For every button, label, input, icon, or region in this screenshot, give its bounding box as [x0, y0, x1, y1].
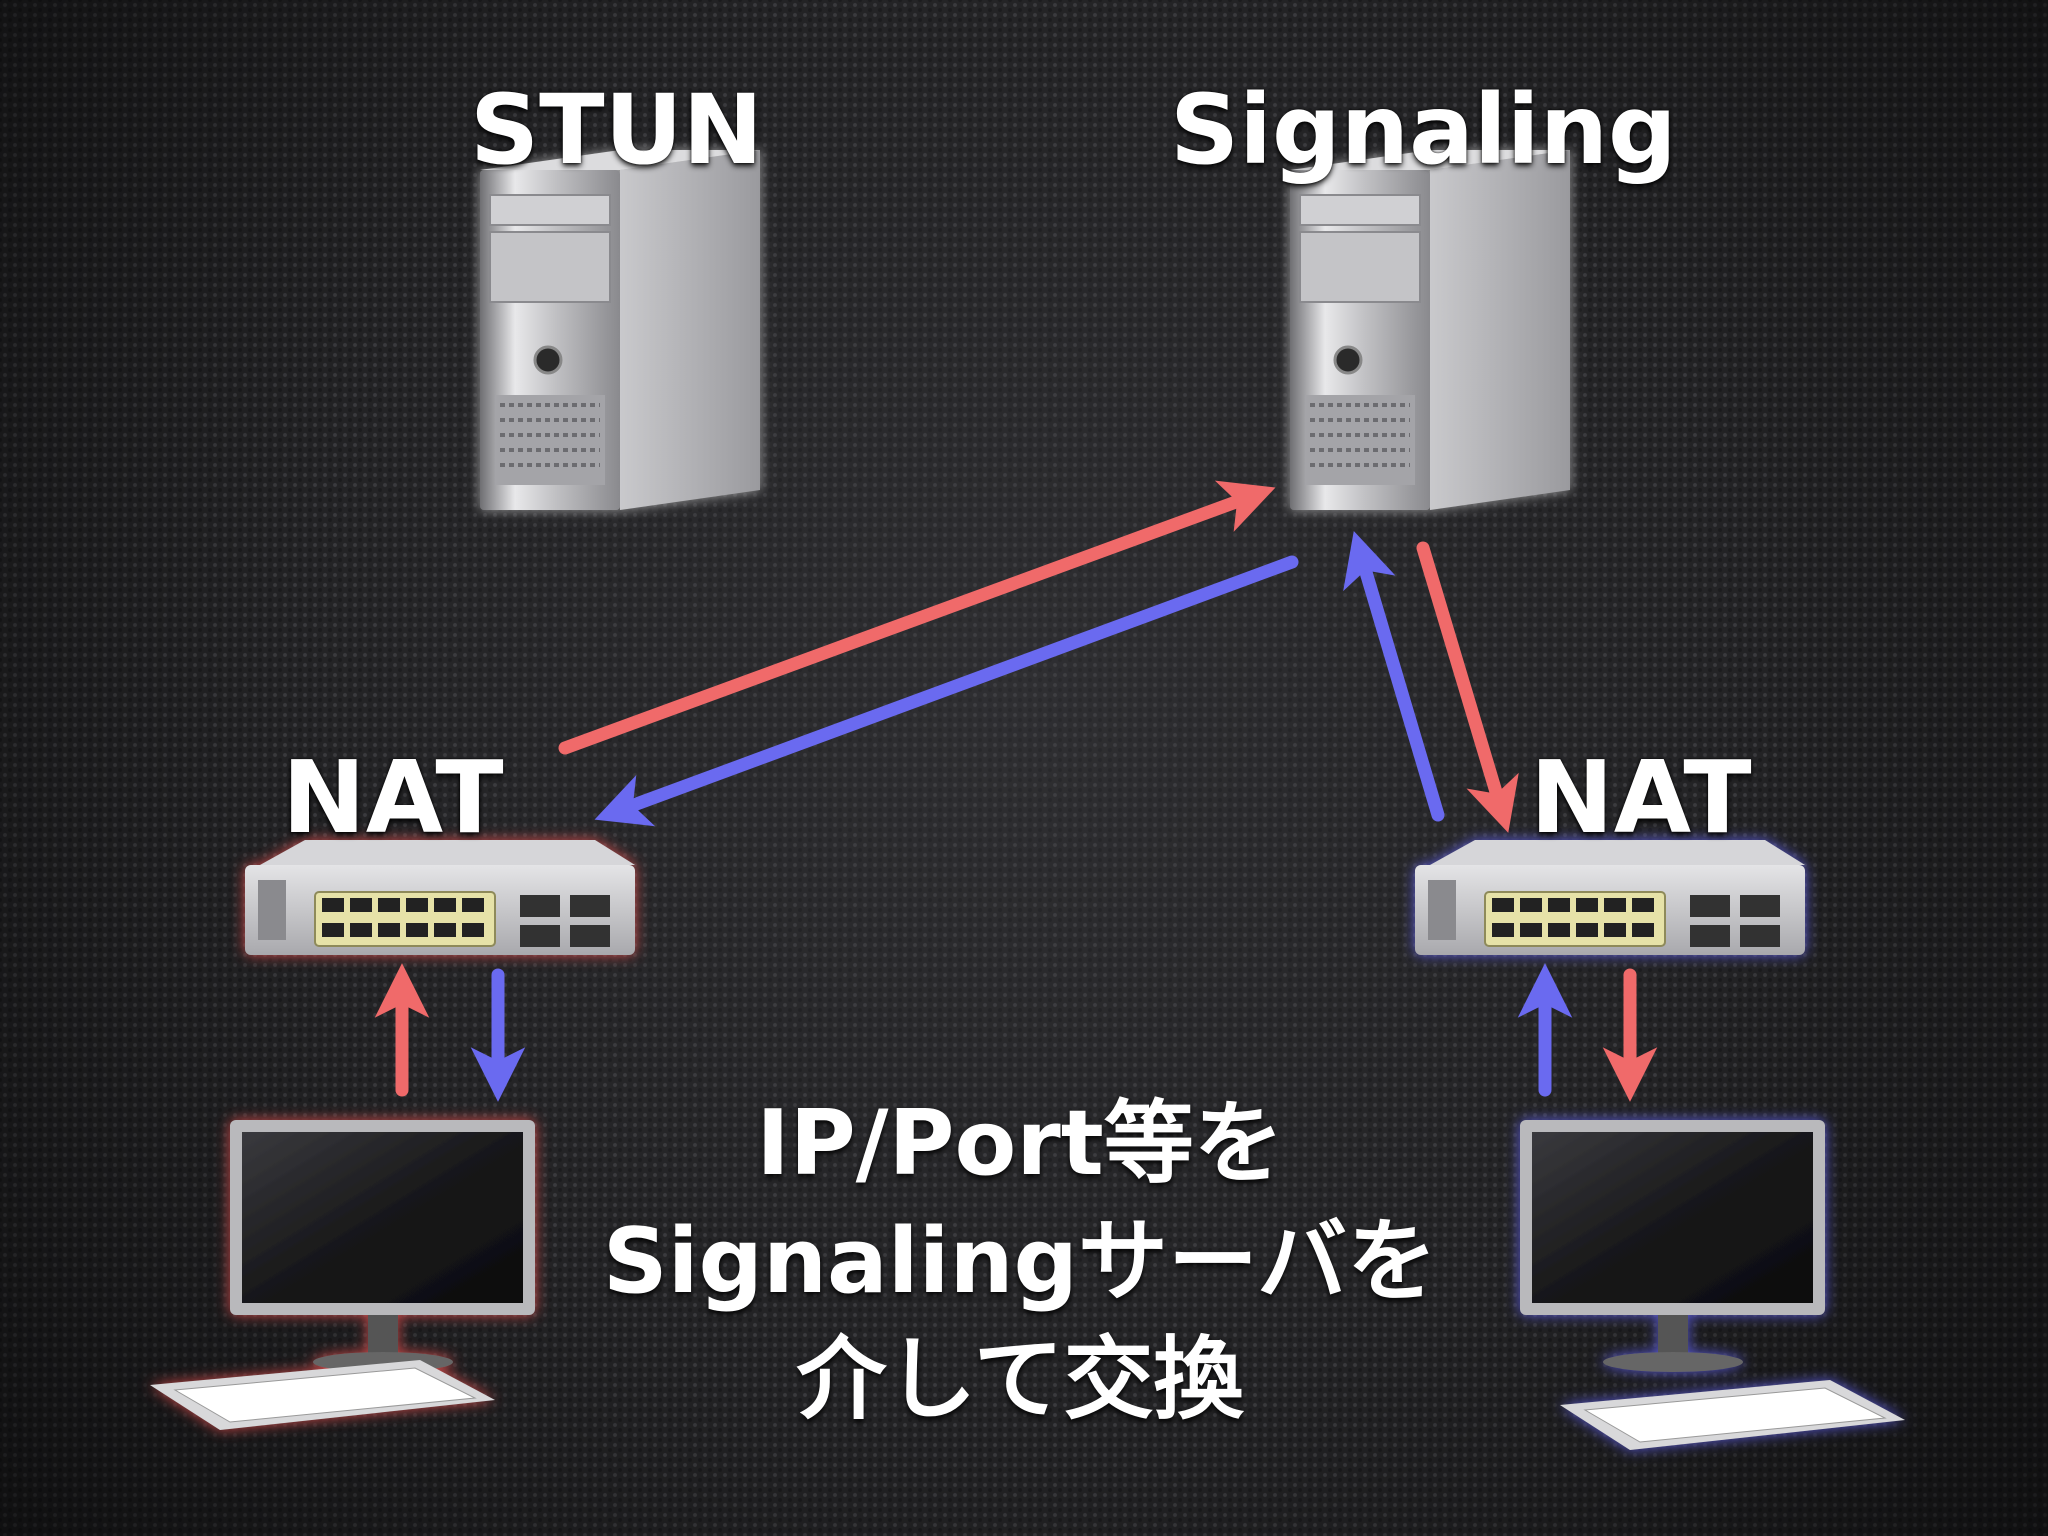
caption-line-2: Signalingサーバを	[602, 1209, 1438, 1314]
arrow-signaling-to-right-nat	[1416, 541, 1519, 833]
left-nat-switch-icon	[245, 840, 635, 955]
right-nat-label: NAT	[1530, 739, 1752, 856]
right-computer-icon	[1520, 1120, 1905, 1450]
left-nat-label: NAT	[282, 739, 504, 856]
caption-line-3: 介して交換	[796, 1327, 1244, 1432]
arrow-right-nat-to-signaling	[1343, 531, 1445, 822]
signaling-label: Signaling	[1170, 74, 1677, 186]
signaling-server-icon	[1290, 150, 1570, 510]
arrow-signaling-to-left-nat	[594, 555, 1299, 827]
caption: IP/Port等を Signalingサーバを 介して交換	[540, 1085, 1500, 1439]
left-computer-icon	[150, 1120, 535, 1430]
caption-line-1: IP/Port等を	[756, 1091, 1284, 1196]
stun-label: STUN	[470, 74, 763, 186]
stun-server-icon	[480, 150, 760, 510]
right-nat-switch-icon	[1415, 840, 1805, 955]
arrow-left-nat-to-signaling	[558, 480, 1276, 755]
